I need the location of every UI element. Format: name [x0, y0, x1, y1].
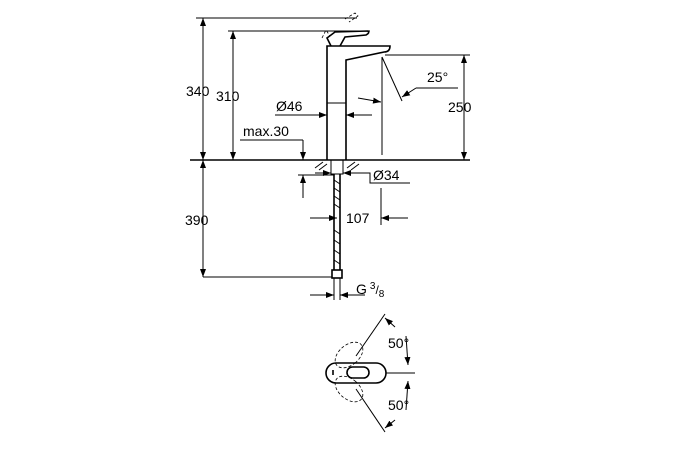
label-25-deg: 25°	[427, 69, 448, 85]
label-50-deg-up: 50°	[388, 335, 409, 351]
label-340: 340	[186, 83, 210, 99]
connection-prefix: G	[356, 281, 367, 297]
label-107: 107	[346, 210, 370, 226]
connection-numerator: 3	[370, 281, 376, 292]
dimension-lines	[196, 17, 470, 300]
faucet-top-view	[325, 313, 415, 433]
label-250: 250	[448, 99, 472, 115]
label-diameter-34: Ø34	[373, 167, 400, 183]
label-390: 390	[185, 212, 209, 228]
connection-denominator: 8	[379, 289, 385, 300]
connection-slash: /	[375, 283, 379, 297]
faucet-side-view	[190, 12, 470, 279]
label-diameter-46: Ø46	[276, 98, 303, 114]
label-max-30: max.30	[243, 123, 289, 139]
label-310: 310	[216, 88, 240, 104]
label-50-deg-down: 50°	[388, 397, 409, 413]
